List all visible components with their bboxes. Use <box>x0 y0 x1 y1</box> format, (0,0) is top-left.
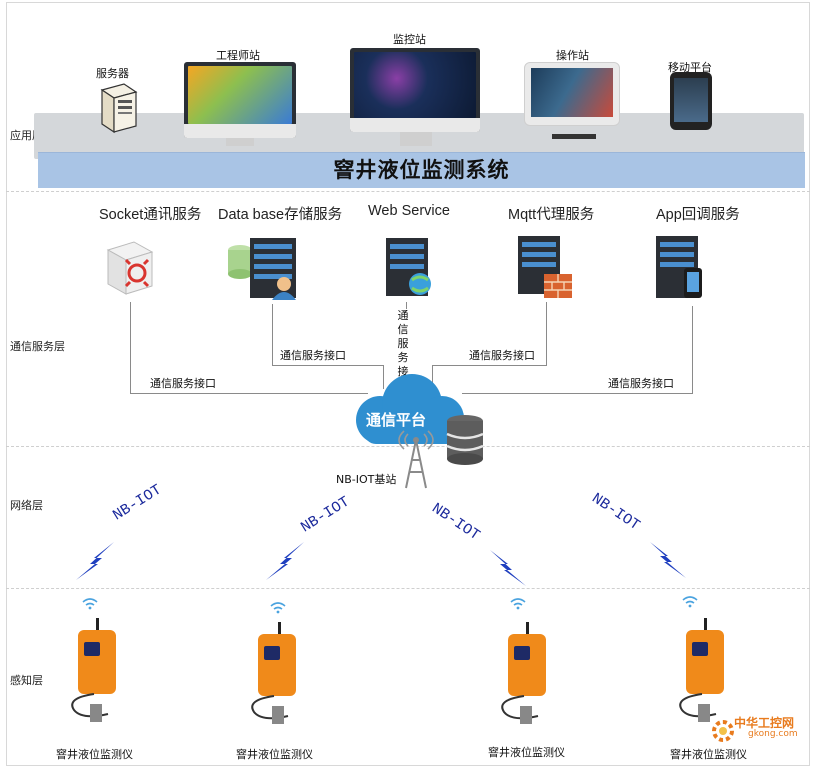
operator-station-tablet <box>524 62 620 126</box>
service-label-app: App回调服务 <box>656 207 740 223</box>
layer-divider <box>6 191 810 192</box>
wifi-signal-icon <box>510 598 526 610</box>
database-icon <box>446 415 484 465</box>
monitor-screen <box>354 52 476 118</box>
lightning-icon <box>266 542 304 580</box>
gear-watermark-icon <box>712 720 734 742</box>
mqtt-service-icon <box>518 236 572 298</box>
interface-vertical-char: 信 <box>397 323 409 336</box>
wifi-signal-icon <box>82 598 98 610</box>
connector-line <box>546 302 547 366</box>
connector-line <box>130 393 368 394</box>
service-label-web: Web Service <box>368 203 450 219</box>
wifi-signal-icon <box>270 602 286 614</box>
level-sensor-icon <box>501 622 546 724</box>
layer-label-network: 网络层 <box>10 499 43 512</box>
service-label-socket: Socket通讯服务 <box>99 207 202 223</box>
base-station-label: NB-IOT基站 <box>336 473 397 486</box>
monitor-chin <box>350 118 480 132</box>
web-service-icon <box>386 238 431 296</box>
interface-vertical-char: 务 <box>397 351 409 364</box>
monitor-stand <box>400 132 432 146</box>
platform-label: 通信平台 <box>366 411 427 429</box>
engineer-screen <box>188 66 292 124</box>
monitor-station-monitor <box>350 48 480 132</box>
interface-label-database: 通信服务接口 <box>280 349 346 362</box>
connector-line <box>130 302 131 394</box>
connector-line <box>692 306 693 394</box>
diagram-frame <box>6 2 810 766</box>
interface-label-socket: 通信服务接口 <box>150 377 216 390</box>
service-label-mqtt: Mqtt代理服务 <box>508 207 595 223</box>
connector-line <box>432 365 433 385</box>
device-label: 窨井液位监测仪 <box>488 746 565 759</box>
level-sensor-icon <box>251 622 296 724</box>
connector-line <box>383 365 384 389</box>
app-service-icon <box>656 236 702 298</box>
system-title: 窨井液位监测系统 <box>333 158 510 182</box>
server-label: 服务器 <box>96 67 129 80</box>
mobile-screen <box>674 78 708 122</box>
server-tower-icon <box>100 83 138 134</box>
system-title-bar <box>38 152 805 188</box>
level-sensor-icon <box>71 618 116 722</box>
interface-label-mqtt: 通信服务接口 <box>469 349 535 362</box>
mobile-platform-label: 移动平台 <box>668 61 712 74</box>
layer-label-communication: 通信服务层 <box>10 340 65 353</box>
layer-divider <box>6 588 810 589</box>
interface-label-app: 通信服务接口 <box>608 377 674 390</box>
device-label: 窨井液位监测仪 <box>236 748 313 761</box>
monitor-station-label: 监控站 <box>393 33 426 46</box>
socket-service-icon <box>106 241 154 295</box>
mobile-phone <box>670 72 712 130</box>
connector-line <box>432 365 547 366</box>
interface-vertical-char: 接 <box>397 365 409 378</box>
monitor-chin <box>184 124 296 138</box>
keyboard-bar <box>552 134 596 139</box>
database-service-icon <box>228 238 296 300</box>
engineer-station-monitor <box>184 62 296 138</box>
monitor-stand <box>226 138 254 146</box>
antenna-tower-icon <box>398 430 434 489</box>
watermark-text-en: gkong.com <box>748 729 798 739</box>
operator-screen <box>531 68 613 117</box>
level-sensor-icon <box>679 618 724 722</box>
service-label-database: Data base存储服务 <box>218 207 343 223</box>
engineer-station-label: 工程师站 <box>216 49 260 62</box>
interface-vertical-char: 通 <box>397 309 409 322</box>
layer-divider <box>6 446 810 447</box>
connector-line <box>272 304 273 366</box>
lightning-icon <box>650 542 686 578</box>
lightning-icon <box>490 550 526 586</box>
wifi-signal-icon <box>682 596 698 608</box>
connector-line <box>462 393 693 394</box>
layer-label-perception: 感知层 <box>10 674 43 687</box>
watermark-text-cn: 中华工控网 <box>734 716 795 730</box>
operator-station-label: 操作站 <box>556 49 589 62</box>
lightning-icon <box>76 542 114 580</box>
interface-vertical-char: 服 <box>397 337 409 350</box>
device-label: 窨井液位监测仪 <box>56 748 133 761</box>
device-label: 窨井液位监测仪 <box>670 748 747 761</box>
connector-line <box>272 365 384 366</box>
